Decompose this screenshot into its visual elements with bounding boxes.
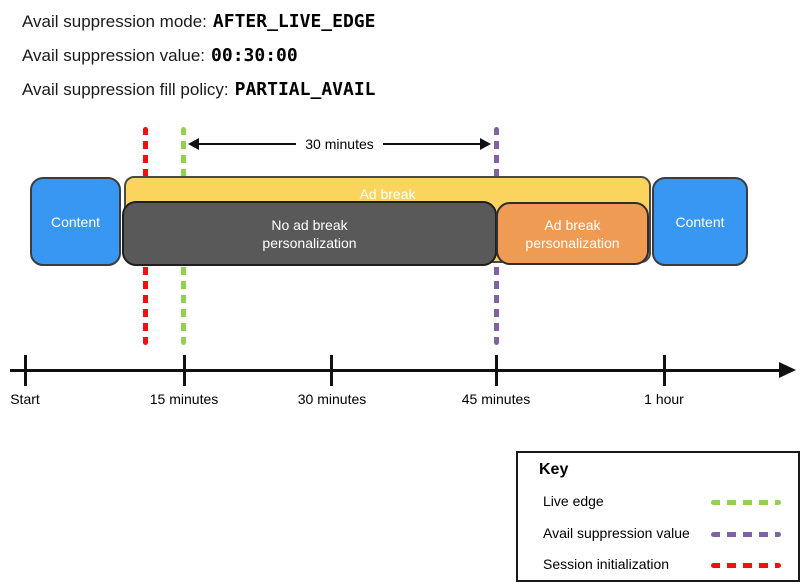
tick-label-30-minutes: 30 minutes (297, 391, 367, 407)
tick-label-start: Start (10, 391, 40, 407)
legend-box: Key Live edge Avail suppression value Se… (516, 451, 800, 582)
avail-suppression-fill-policy-label: Avail suppression fill policy: (22, 80, 229, 99)
legend-session-initialization-label: Session initialization (543, 556, 670, 572)
tick-label-45-minutes: 45 minutes (461, 391, 531, 407)
avail-suppression-value-line: Avail suppression value: 00:30:00 (22, 39, 376, 73)
avail-suppression-fill-policy-value: PARTIAL_AVAIL (234, 79, 376, 100)
legend-live-edge-label: Live edge (543, 493, 604, 509)
content-block-right: Content (652, 177, 748, 266)
legend-item-live-edge: Live edge (518, 493, 798, 513)
tick-30-minutes (330, 355, 333, 386)
tick-1-hour (663, 355, 666, 386)
arrow-line-right (382, 142, 481, 145)
time-axis (10, 369, 782, 372)
avail-suppression-fill-policy-line: Avail suppression fill policy: PARTIAL_AV… (22, 73, 376, 107)
time-axis-arrowhead-icon (779, 362, 796, 378)
ad-break-personalization-label: Ad break personalization (525, 216, 620, 251)
tick-label-15-minutes: 15 minutes (149, 391, 219, 407)
legend-session-initialization-swatch (711, 563, 781, 568)
tick-start (24, 355, 27, 386)
legend-item-avail-suppression-value: Avail suppression value (518, 525, 798, 545)
content-right-label: Content (675, 213, 725, 230)
content-block-left: Content (30, 177, 121, 266)
no-ad-break-personalization-label: No ad break personalization (262, 216, 357, 251)
no-ad-break-personalization-block: No ad break personalization (122, 201, 497, 266)
tick-label-1-hour: 1 hour (644, 391, 684, 407)
content-left-label: Content (50, 213, 101, 230)
legend-avail-suppression-value-swatch (711, 532, 781, 537)
settings-header: Avail suppression mode: AFTER_LIVE_EDGE A… (22, 5, 376, 107)
legend-avail-suppression-value-label: Avail suppression value (543, 525, 690, 541)
ad-break-label: Ad break (359, 186, 416, 202)
arrow-left-icon (188, 137, 199, 150)
tick-15-minutes (183, 355, 186, 386)
legend-item-session-initialization: Session initialization (518, 556, 798, 576)
ad-break-personalization-block: Ad break personalization (496, 202, 649, 265)
arrow-right-icon (480, 137, 492, 150)
avail-suppression-mode-label: Avail suppression mode: (22, 12, 207, 31)
legend-title: Key (539, 461, 569, 478)
avail-suppression-value-label: Avail suppression value: (22, 46, 206, 65)
avail-suppression-mode-line: Avail suppression mode: AFTER_LIVE_EDGE (22, 5, 376, 39)
legend-live-edge-swatch (711, 500, 781, 505)
duration-measure-arrow: 30 minutes (188, 135, 492, 152)
arrow-line-left (199, 142, 297, 145)
tick-45-minutes (495, 355, 498, 386)
avail-suppression-mode-value: AFTER_LIVE_EDGE (212, 11, 376, 32)
avail-suppression-value-value: 00:30:00 (211, 45, 298, 66)
duration-annotation: 30 minutes (305, 135, 374, 152)
